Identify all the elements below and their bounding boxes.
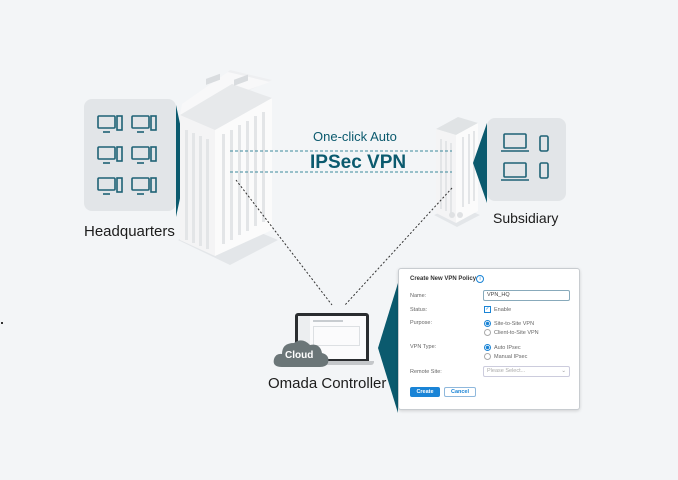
cloud-icon bbox=[273, 340, 329, 367]
name-label: Name: bbox=[410, 293, 427, 299]
create-vpn-policy-dialog: Create New VPN Policy i Name: VPN_HQ Sta… bbox=[398, 268, 580, 410]
name-input-value: VPN_HQ bbox=[487, 292, 510, 298]
controller-laptop bbox=[295, 313, 369, 361]
vpn-title: IPSec VPN bbox=[310, 152, 407, 173]
status-enable-label: Enable bbox=[494, 306, 512, 313]
remote-site-placeholder: Please Select... bbox=[487, 368, 526, 374]
subsidiary-arrow bbox=[473, 123, 487, 203]
headquarters-label: Headquarters bbox=[84, 223, 175, 240]
laptop-base bbox=[290, 361, 374, 365]
radio-selected-icon bbox=[484, 344, 491, 351]
cloud-label: Cloud bbox=[285, 350, 314, 361]
cancel-button[interactable]: Cancel bbox=[444, 387, 476, 397]
status-enable-checkbox[interactable]: ✓Enable bbox=[484, 306, 511, 313]
radio-unselected-icon bbox=[484, 329, 491, 336]
subsidiary-label: Subsidiary bbox=[493, 210, 559, 226]
subsidiary-laptops-phones-icon bbox=[501, 133, 549, 181]
subsidiary-building-icon bbox=[434, 117, 480, 227]
subsidiary-devices-panel bbox=[487, 118, 566, 201]
vpn-type-auto-radio[interactable]: Auto IPsec bbox=[484, 344, 521, 351]
purpose-label: Purpose: bbox=[410, 320, 433, 326]
hq-building-icon bbox=[178, 70, 278, 265]
purpose-site-to-site-radio[interactable]: Site-to-Site VPN bbox=[484, 320, 534, 327]
create-button[interactable]: Create bbox=[410, 387, 440, 397]
radio-unselected-icon bbox=[484, 353, 491, 360]
status-label: Status: bbox=[410, 307, 428, 313]
radio-label: Auto IPsec bbox=[494, 344, 521, 351]
hq-devices-panel bbox=[84, 99, 176, 211]
dialog-title: Create New VPN Policy bbox=[410, 276, 477, 282]
checkbox-checked-icon: ✓ bbox=[484, 306, 491, 313]
vpn-type-manual-radio[interactable]: Manual IPsec bbox=[484, 353, 527, 360]
info-icon[interactable]: i bbox=[476, 275, 484, 283]
radio-selected-icon bbox=[484, 320, 491, 327]
remote-site-select[interactable]: Please Select... ⌄ bbox=[483, 366, 570, 377]
vpn-subtitle: One-click Auto bbox=[313, 129, 397, 144]
chevron-down-icon: ⌄ bbox=[561, 368, 566, 374]
purpose-client-to-site-radio[interactable]: Client-to-Site VPN bbox=[484, 329, 539, 336]
radio-label: Manual IPsec bbox=[494, 353, 528, 360]
edge-dot bbox=[1, 322, 3, 324]
remote-site-label: Remote Site: bbox=[410, 369, 442, 375]
hq-desktop-computers-icon bbox=[97, 115, 157, 195]
dialog-arrow bbox=[378, 283, 398, 413]
omada-controller-label: Omada Controller bbox=[268, 375, 387, 392]
radio-label: Client-to-Site VPN bbox=[494, 329, 539, 336]
subsidiary-controller-link bbox=[344, 187, 453, 306]
hq-controller-link bbox=[235, 179, 333, 306]
name-input[interactable]: VPN_HQ bbox=[483, 290, 570, 301]
radio-label: Site-to-Site VPN bbox=[494, 320, 535, 327]
vpn-type-label: VPN Type: bbox=[410, 344, 437, 350]
